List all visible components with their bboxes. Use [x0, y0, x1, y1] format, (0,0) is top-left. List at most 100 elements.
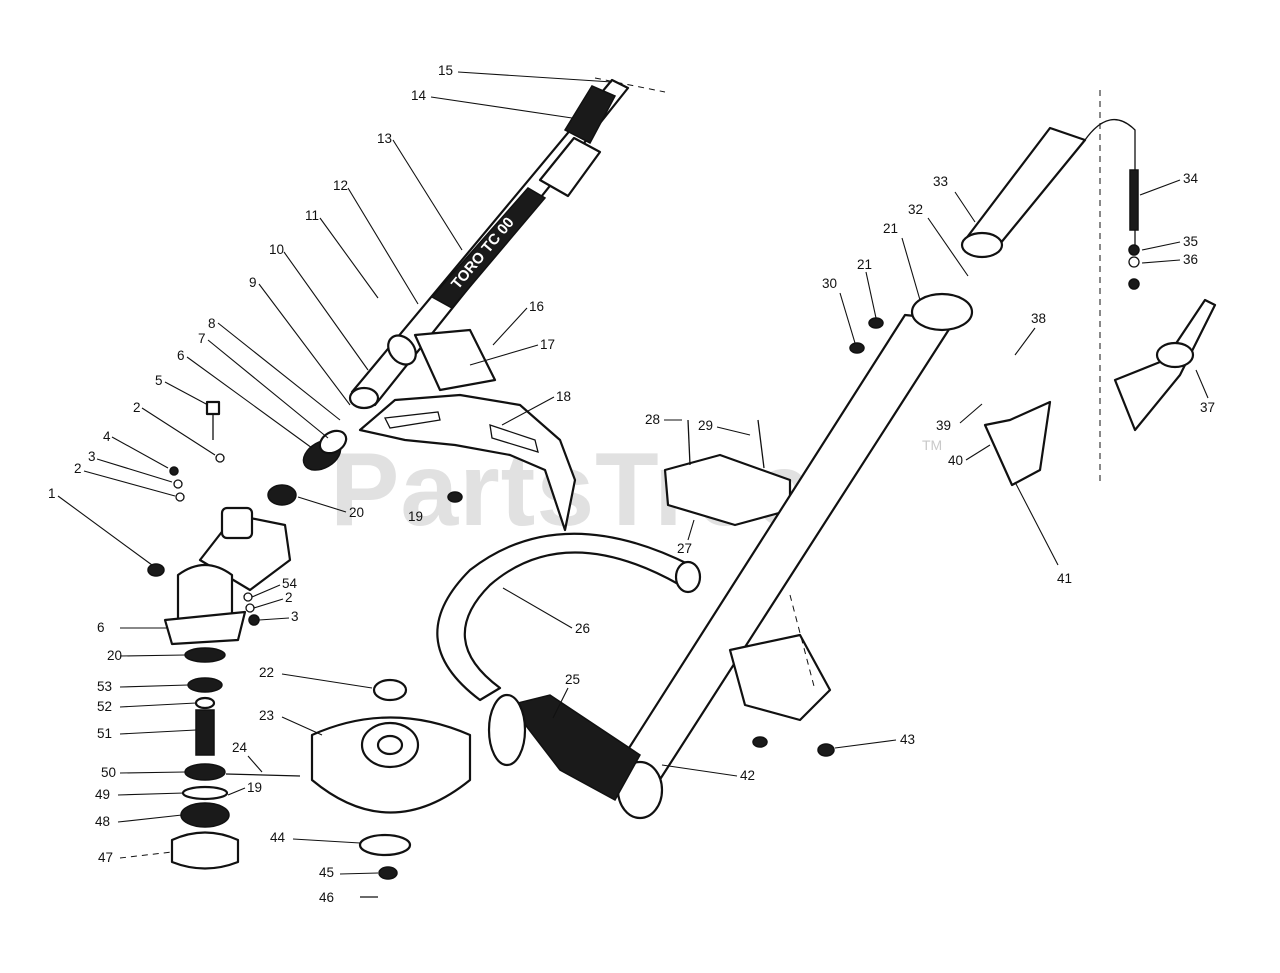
shaft-end	[348, 386, 380, 410]
guard-slot-1	[384, 411, 441, 429]
callout-26: 26	[575, 621, 590, 636]
callout-12: 12	[333, 178, 348, 193]
callout-21c: 3	[291, 609, 299, 624]
washer-2c	[243, 592, 253, 602]
callout-6b: 20	[107, 648, 122, 663]
callout-20: 20	[349, 505, 364, 520]
callout-10: 10	[269, 242, 284, 257]
disc-hub-bore	[376, 734, 404, 756]
callout-1: 1	[48, 486, 56, 501]
callout-49: 48	[95, 814, 110, 829]
callout-19b: 43	[900, 732, 915, 747]
drive-shaft-assembly: TORO TC 00	[348, 78, 630, 410]
callout-36: 35	[1183, 234, 1198, 249]
throttle-cable	[1084, 118, 1136, 250]
callout-32: 21	[883, 221, 898, 236]
callouts: 1 2 3 2 4 5 6 7 8 9 10 11 12 13 14 15 16…	[48, 63, 1215, 905]
callout-50: 49	[95, 787, 110, 802]
centerline-bracket	[789, 594, 816, 691]
callout-33: 32	[908, 202, 923, 217]
callout-42: 41	[1057, 571, 1072, 586]
arbor-52	[195, 709, 215, 756]
callout-7: 7	[198, 331, 206, 346]
callout-13: 13	[377, 131, 392, 146]
callout-52: 51	[97, 726, 112, 741]
callout-9: 9	[249, 275, 257, 290]
callout-18: 18	[556, 389, 571, 404]
bearing-6	[184, 647, 226, 663]
callout-20b: 53	[97, 679, 112, 694]
bearing-51	[184, 763, 226, 781]
callout-19: 19	[408, 509, 423, 524]
guard-slot-2	[489, 424, 539, 453]
screw-1	[147, 563, 165, 577]
callout-17: 17	[540, 337, 555, 352]
callout-37: 36	[1183, 252, 1198, 267]
callout-3c: 2	[285, 590, 293, 605]
callout-40: 39	[936, 418, 951, 433]
seal-49	[180, 802, 230, 828]
callout-47: 46	[319, 890, 334, 905]
shaft-spring	[563, 85, 617, 145]
trimmer-head-assembly	[225, 678, 472, 898]
throttle-grip-end	[960, 231, 1004, 259]
callout-2c: 54	[282, 576, 298, 591]
bolt-5-head	[205, 400, 221, 416]
callout-51: 50	[101, 765, 116, 780]
bolt-28	[687, 419, 691, 466]
callout-45: 44	[270, 830, 286, 845]
callout-48: 47	[98, 850, 113, 865]
gear-head-assembly	[147, 400, 348, 870]
centerline-top	[594, 77, 666, 93]
drive-adapter-hex	[1155, 341, 1195, 369]
washer-3	[173, 479, 183, 489]
shaft-decal-text: TORO TC 00	[448, 214, 518, 292]
gear-20	[187, 677, 223, 693]
callout-4: 4	[103, 429, 111, 444]
washer-2b	[175, 492, 185, 502]
loop-handle-26	[436, 532, 692, 702]
callout-15: 15	[438, 63, 453, 78]
callout-25: 25	[565, 672, 580, 687]
callout-24: 24	[232, 740, 248, 755]
callout-46: 45	[319, 865, 334, 880]
callout-41: 40	[948, 453, 963, 468]
callout-35: 34	[1183, 171, 1199, 186]
gear-housing-flange	[163, 610, 247, 646]
callout-39: 38	[1031, 311, 1046, 326]
nut-36	[1128, 244, 1140, 256]
lower-bracket	[728, 633, 832, 722]
callout-34: 33	[933, 174, 948, 189]
callout-54: 6	[97, 620, 105, 635]
screw-4	[169, 466, 179, 476]
washer-3c	[245, 603, 255, 613]
nut-37b	[1128, 278, 1140, 290]
washer-2	[215, 453, 225, 463]
callout-30: 30	[822, 276, 837, 291]
gear-housing-boss	[220, 506, 254, 540]
debris-guard	[358, 393, 577, 532]
callout-23: 23	[259, 708, 274, 723]
callout-27: 27	[677, 541, 692, 556]
throttle-lever-42	[983, 400, 1052, 487]
tube-top	[910, 292, 974, 332]
cable-adjuster-35	[1129, 169, 1139, 231]
callout-29: 29	[698, 418, 713, 433]
callout-22: 22	[259, 665, 274, 680]
washer-50	[181, 785, 229, 801]
callout-11: 11	[305, 208, 319, 223]
loop-handle-end	[674, 560, 702, 594]
callout-21: 21	[857, 257, 872, 272]
callout-5: 5	[155, 373, 163, 388]
callout-16: 16	[529, 299, 544, 314]
pinion-20	[267, 484, 297, 506]
bolt-29	[757, 419, 765, 469]
guard-bracket	[413, 328, 497, 392]
grip-collar	[487, 693, 527, 767]
callout-43: 42	[740, 768, 755, 783]
callout-14: 14	[411, 88, 427, 103]
callout-2: 2	[133, 400, 141, 415]
bushing-22	[372, 678, 408, 702]
callout-38: 37	[1200, 400, 1215, 415]
housing-48	[170, 831, 240, 870]
